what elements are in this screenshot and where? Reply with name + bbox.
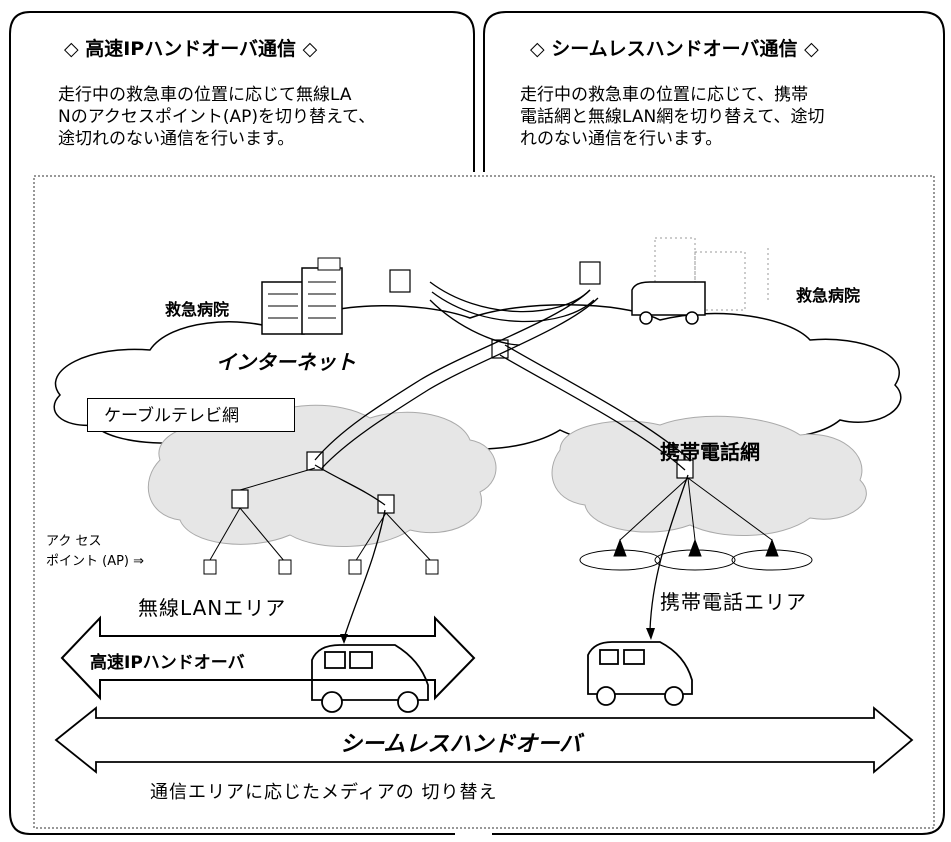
ambulance-middle — [311, 644, 429, 713]
seamless-handover-arrow — [54, 706, 914, 774]
hospital-left-label: 救急病院 — [165, 300, 230, 319]
mobile-area-label: 携帯電話エリア — [660, 590, 807, 614]
left-panel-frame — [30, 11, 475, 172]
router-nodes — [231, 261, 694, 514]
access-points — [203, 559, 439, 575]
left-panel-line-1: 走行中の救急車の位置に応じて無線LA — [58, 85, 352, 105]
right-panel-frame — [492, 11, 945, 835]
mobile-net-cloud — [551, 415, 867, 536]
ap-label-line-1: アク セス — [46, 534, 102, 549]
left-panel-frame-side — [9, 11, 455, 835]
fast-handover-arrow — [60, 615, 476, 701]
ap-tree — [209, 467, 433, 563]
left-panel-line-3: 途切れのない通信を行います。 — [58, 129, 295, 149]
diagram-box — [33, 175, 935, 829]
ap-label-line-2: ポイント (AP) ⇒ — [46, 554, 145, 569]
right-panel-line-1: 走行中の救急車の位置に応じて、携帯 — [520, 85, 809, 105]
hospital-right-label: 救急病院 — [796, 286, 861, 305]
right-panel-line-2: 電話網と無線LAN網を切り替えて、途切 — [520, 107, 825, 127]
left-panel-line-2: Nのアクセスポイント(AP)を切り替えて、 — [58, 107, 376, 127]
right-panel-title: ◇ シームレスハンドオーバ通信 ◇ — [530, 38, 819, 60]
ambulance-top — [631, 281, 706, 325]
left-panel-title: ◇ 高速IPハンドオーバ通信 ◇ — [64, 38, 318, 60]
arrow-to-car-right — [646, 628, 655, 640]
mobile-antennas — [579, 477, 813, 571]
wlan-area-label: 無線LANエリア — [138, 596, 287, 620]
cable-tv-label: ケーブルテレビ網 — [87, 398, 295, 432]
communication-paths — [314, 281, 691, 636]
ambulance-right — [587, 641, 693, 706]
right-panel-line-3: れのない通信を行います。 — [520, 129, 723, 149]
mobile-net-label: 携帯電話網 — [660, 440, 760, 464]
right-panel-frame-left — [483, 11, 507, 172]
seamless-handover-label: シームレスハンドオーバ — [340, 732, 582, 757]
fast-handover-label: 高速IPハンドオーバ — [90, 653, 245, 673]
media-switch-label: 通信エリアに応じたメディアの 切り替え — [150, 782, 498, 803]
internet-label: インターネット — [216, 350, 356, 374]
hospital-left-building — [261, 257, 343, 335]
